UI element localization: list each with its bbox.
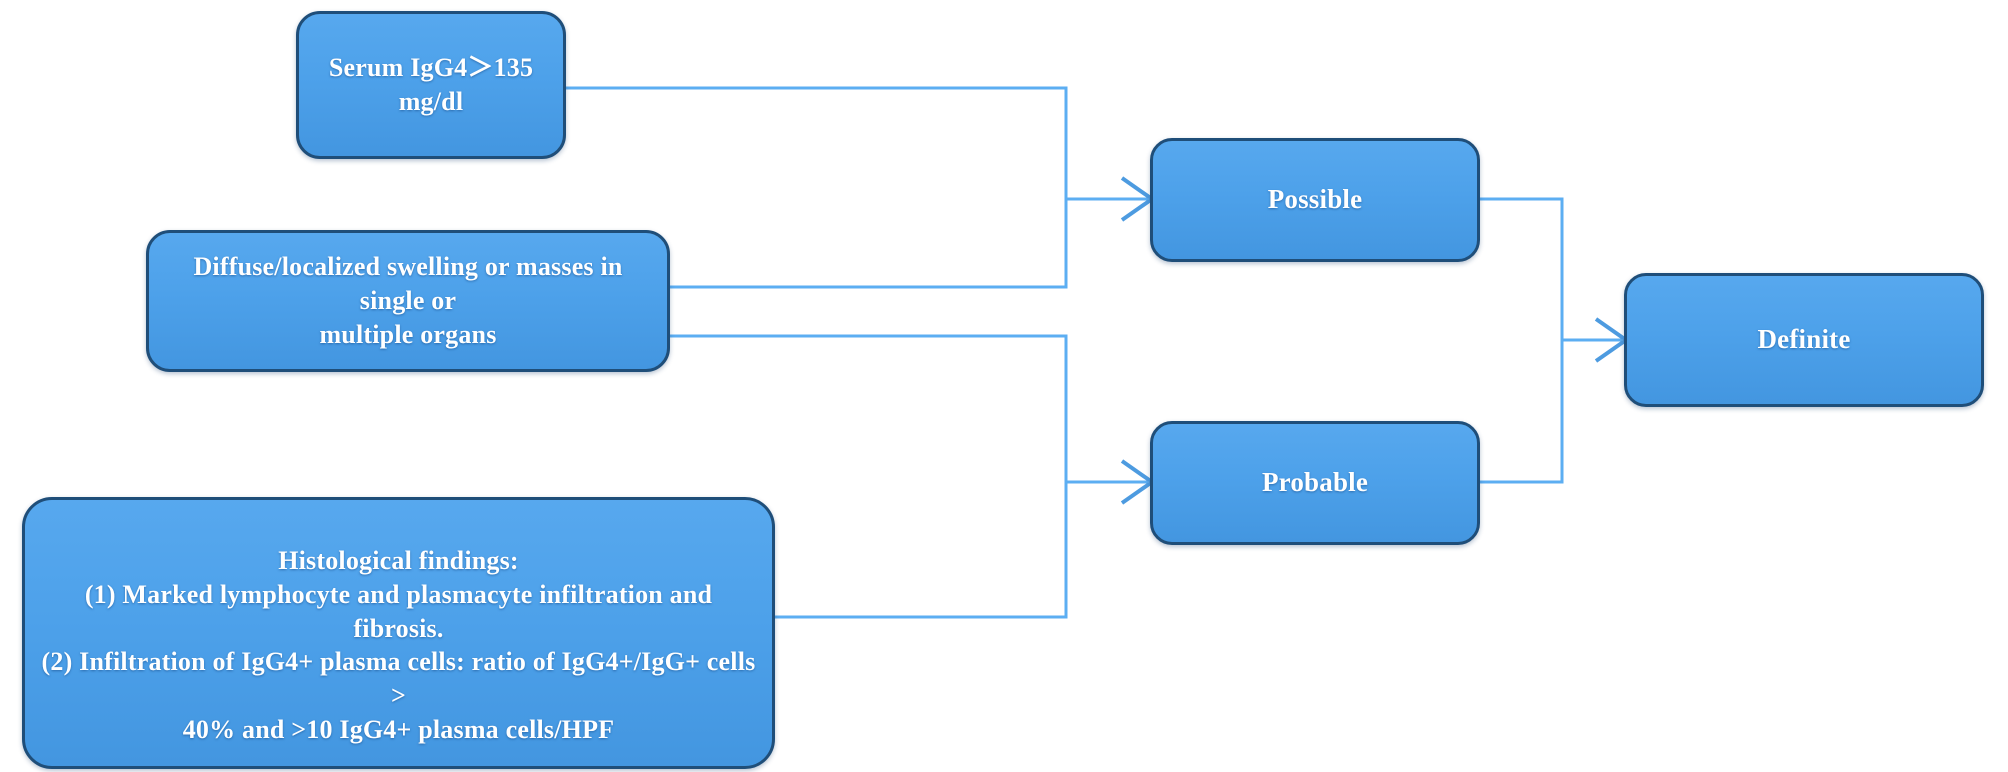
edge-organ-to-possible	[670, 199, 1068, 289]
node-histological-findings-label: Histological findings: (1) Marked lympho…	[41, 546, 756, 744]
node-organ-swelling-label: Diffuse/localized swelling or masses in …	[193, 252, 623, 349]
edge-serum-to-possible	[566, 86, 1148, 201]
arrow-head-definite	[1594, 317, 1630, 363]
node-definite[interactable]: Definite	[1624, 273, 1984, 407]
node-organ-swelling[interactable]: Diffuse/localized swelling or masses in …	[146, 230, 670, 372]
node-histological-findings[interactable]: Histological findings: (1) Marked lympho…	[22, 497, 775, 769]
node-probable-label: Probable	[1261, 467, 1369, 498]
node-serum-igg4[interactable]: Serum IgG4＞135 mg/dl	[296, 11, 566, 159]
node-possible-label: Possible	[1267, 184, 1363, 215]
node-possible[interactable]: Possible	[1150, 138, 1480, 262]
edge-probable-to-definite	[1480, 340, 1564, 484]
edge-histology-to-probable	[775, 482, 1068, 619]
edge-organ-to-probable	[670, 334, 1148, 484]
node-definite-label: Definite	[1757, 324, 1851, 355]
node-serum-igg4-label: Serum IgG4＞135 mg/dl	[328, 53, 534, 116]
edge-possible-to-definite	[1480, 197, 1622, 342]
node-probable[interactable]: Probable	[1150, 421, 1480, 545]
arrow-head-probable	[1120, 459, 1156, 505]
arrow-head-possible	[1120, 176, 1156, 222]
